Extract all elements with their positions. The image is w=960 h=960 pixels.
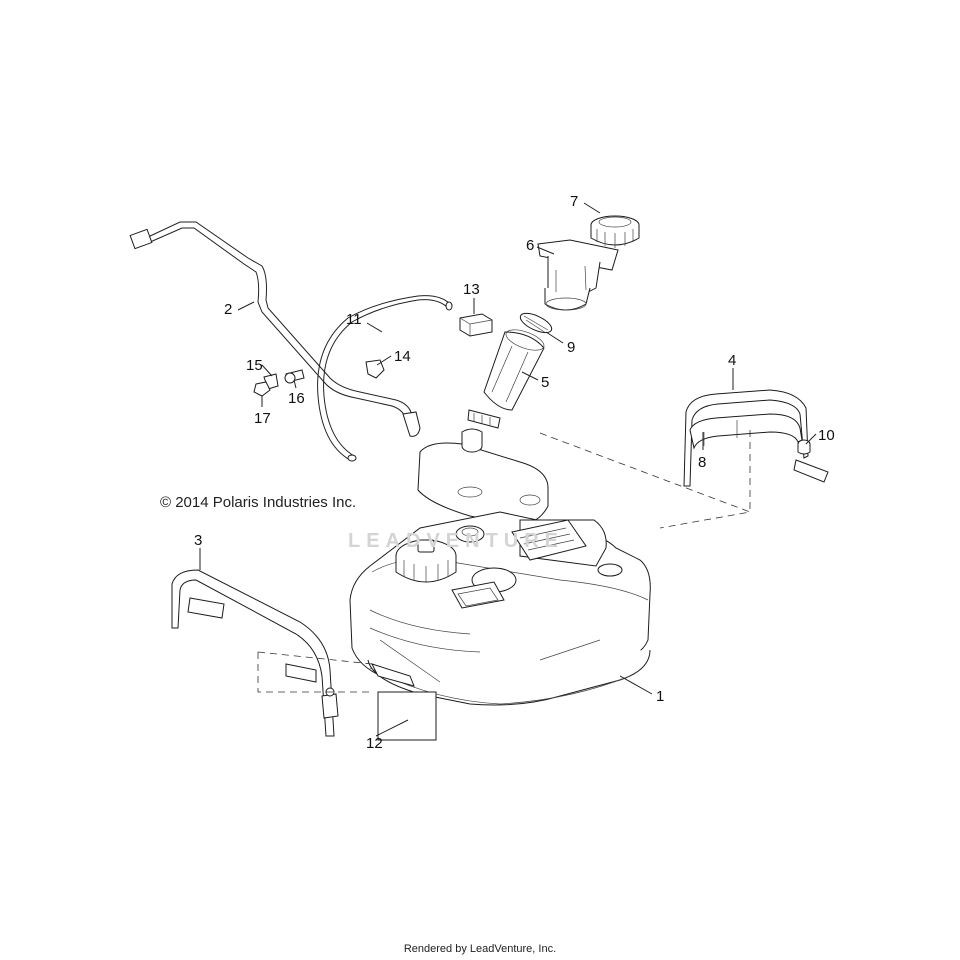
alignment-lines (257, 430, 752, 693)
filler-hose-part[interactable] (483, 326, 547, 411)
callout-9: 9 (567, 339, 575, 356)
callout-15: 15 (246, 357, 263, 374)
decal-label-part[interactable] (377, 691, 437, 741)
callout-5: 5 (541, 374, 549, 391)
callout-17: 17 (254, 410, 271, 427)
nut-17-part[interactable] (253, 381, 271, 397)
bolt-16-part[interactable] (284, 369, 305, 384)
fuel-tank-strap-right-part[interactable] (683, 389, 829, 487)
callout-6: 6 (526, 237, 534, 254)
callout-12: 12 (366, 735, 383, 752)
callout-13: 13 (463, 281, 480, 298)
foam-block-part[interactable] (459, 313, 493, 337)
callout-7: 7 (570, 193, 578, 210)
callout-3: 3 (194, 532, 202, 549)
fuel-tank-strap-left-part[interactable] (171, 569, 339, 737)
callout-1: 1 (656, 688, 664, 705)
strap-bolt-part[interactable] (797, 439, 811, 455)
filler-neck-part[interactable] (537, 239, 619, 311)
callout-labels: 7 6 13 9 5 2 11 14 15 16 17 4 8 10 1 3 1… (194, 193, 835, 752)
callout-2: 2 (224, 301, 232, 318)
hose-clamp-upper-part[interactable] (518, 309, 555, 336)
fuel-tank-part[interactable] (349, 428, 651, 706)
vent-hose-part[interactable] (317, 295, 453, 462)
callout-4: 4 (728, 352, 736, 369)
callout-16: 16 (288, 390, 305, 407)
watermark: LEADVENTURE (348, 530, 565, 552)
callout-10: 10 (818, 427, 835, 444)
callout-8: 8 (698, 454, 706, 471)
render-credit-footer: Rendered by LeadVenture, Inc. (403, 943, 557, 955)
fuel-cap-part[interactable] (590, 215, 640, 248)
leader-lines (199, 202, 817, 737)
hose-clamp-lower-part[interactable] (467, 409, 501, 429)
callout-11: 11 (346, 311, 362, 328)
callout-14: 14 (394, 348, 411, 365)
vent-tube-part[interactable] (129, 221, 421, 437)
hose-clip-part[interactable] (365, 359, 385, 379)
copyright-notice: © 2014 Polaris Industries Inc. (160, 494, 357, 511)
